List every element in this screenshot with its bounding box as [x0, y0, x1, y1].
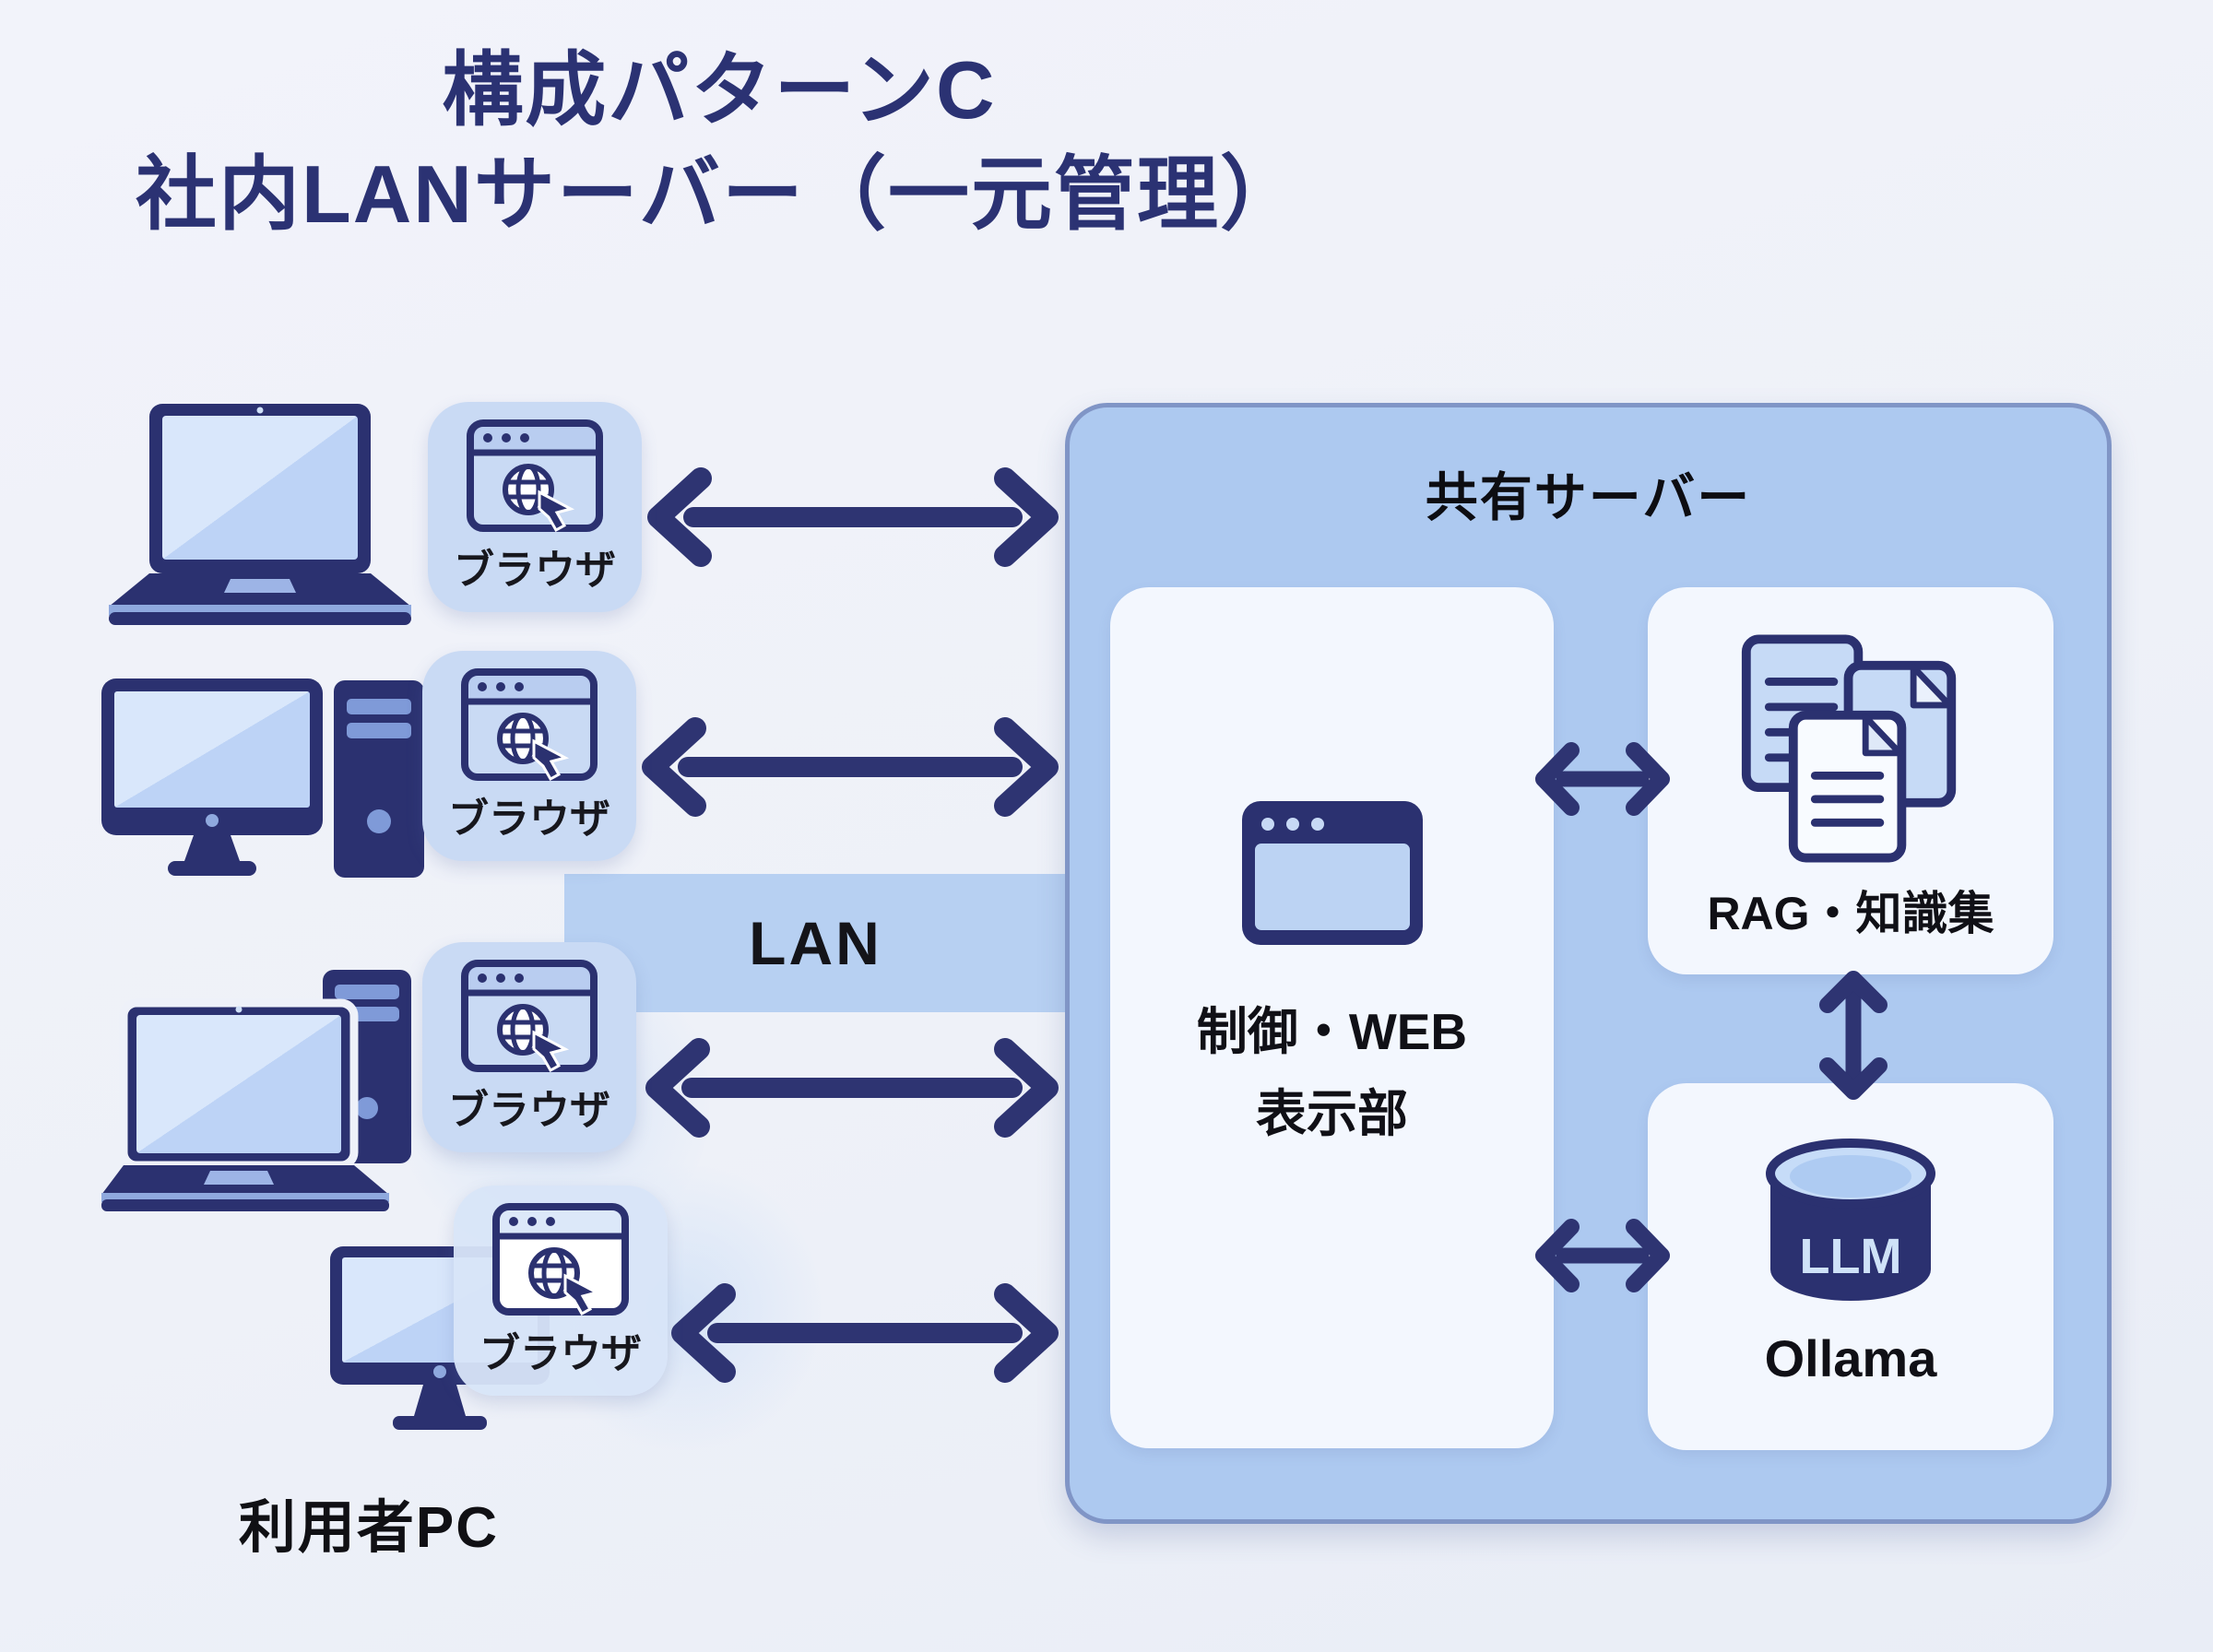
- user-pc-group-label: 利用者PC: [238, 1496, 500, 1560]
- arrow-client3-server: [645, 1038, 1059, 1138]
- laptop-tower-icon: [101, 970, 411, 1211]
- documents-icon-wrap: [1648, 630, 2053, 866]
- browser-window-icon: [461, 668, 598, 782]
- shared-server-box: 共有サーバー 制御・WEB 表示部: [1065, 403, 2112, 1524]
- control-web-panel: 制御・WEB 表示部: [1110, 587, 1554, 1448]
- browser-chip-3: ブラウザ: [422, 942, 636, 1152]
- browser-label: ブラウザ: [448, 796, 610, 842]
- cursor-icon: [563, 1273, 601, 1316]
- control-web-label: 制御・WEB 表示部: [1110, 991, 1554, 1155]
- lan-band: LAN: [564, 874, 1067, 1012]
- browser-window-icon: [461, 960, 598, 1073]
- database-icon-wrap: LLM: [1648, 1133, 2053, 1310]
- browser-label: ブラウザ: [479, 1331, 642, 1376]
- rag-panel: RAG・知識集: [1648, 587, 2053, 974]
- title-line-2: 社内LANサーバー（一元管理）: [136, 148, 1303, 240]
- cursor-icon: [532, 738, 570, 782]
- arrow-rag-llm: [1819, 971, 1888, 1100]
- window-icon-wrap: [1110, 799, 1554, 947]
- arrow-client1-server: [647, 467, 1059, 567]
- llm-cylinder-label: LLM: [1800, 1229, 1902, 1284]
- browser-label: ブラウザ: [454, 548, 616, 593]
- arrow-client4-server: [671, 1283, 1059, 1383]
- documents-icon: [1741, 634, 1956, 863]
- browser-chip-1: ブラウザ: [428, 402, 642, 612]
- page-title: 構成パターンC 社内LANサーバー（一元管理）: [0, 39, 1438, 246]
- ollama-label: Ollama: [1764, 1329, 1937, 1387]
- rag-label: RAG・知識集: [1707, 888, 1994, 939]
- server-title: 共有サーバー: [1425, 468, 1752, 527]
- browser-window-icon: [467, 419, 603, 533]
- title-line-1: 構成パターンC: [442, 44, 997, 136]
- browser-chip-4: ブラウザ: [454, 1186, 668, 1396]
- browser-chip-2: ブラウザ: [422, 651, 636, 861]
- llm-panel: LLM Ollama: [1648, 1083, 2053, 1450]
- arrow-control-llm: [1535, 1219, 1670, 1292]
- lan-label: LAN: [749, 909, 882, 977]
- browser-label: ブラウザ: [448, 1088, 610, 1133]
- desktop-pc-icon: [101, 678, 424, 878]
- control-web-label-line1: 制御・WEB: [1196, 1003, 1468, 1060]
- arrow-control-rag: [1535, 742, 1670, 816]
- laptop-icon: [109, 404, 411, 625]
- cursor-icon: [532, 1030, 570, 1073]
- cursor-icon: [538, 490, 575, 533]
- browser-window-icon: [492, 1203, 629, 1316]
- arrow-client2-server: [642, 717, 1059, 817]
- window-icon: [1241, 801, 1423, 945]
- control-web-label-line2: 表示部: [1255, 1085, 1408, 1143]
- database-icon: LLM: [1766, 1139, 1935, 1301]
